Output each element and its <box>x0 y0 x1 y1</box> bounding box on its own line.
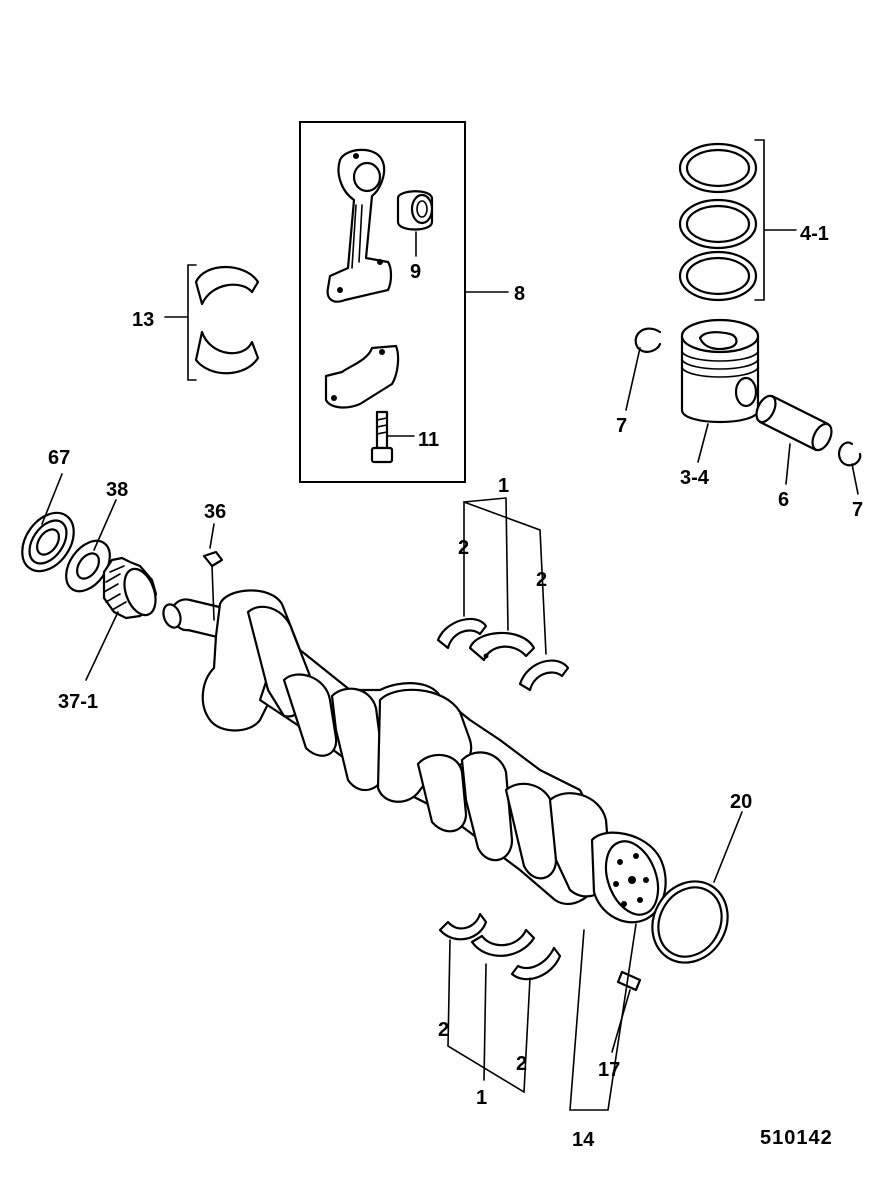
leader-38 <box>93 499 117 551</box>
callout-1-top: 1 <box>498 475 509 497</box>
crankshaft <box>162 589 667 924</box>
woodruff-key <box>202 550 224 568</box>
callout-7-left: 7 <box>616 415 627 437</box>
big-end-bearing-shells <box>194 265 260 375</box>
conrod-assembly-box <box>299 121 466 483</box>
leader-7-left <box>625 347 641 411</box>
circlip-left <box>634 327 662 353</box>
small-end-bush <box>396 190 434 231</box>
leader-36 <box>209 523 215 621</box>
callout-2-bottom-left: 2 <box>438 1019 449 1041</box>
conrod-bolt <box>370 410 394 464</box>
leader-6 <box>785 443 791 485</box>
callout-36: 36 <box>204 501 226 523</box>
oil-seal <box>21 511 75 573</box>
callout-8: 8 <box>514 283 525 305</box>
leader-top-bracket <box>463 497 547 655</box>
callout-4-1: 4-1 <box>800 223 829 245</box>
main-bearing-shells-upper <box>436 617 570 692</box>
callout-11: 11 <box>418 429 439 451</box>
callout-2-top-left: 2 <box>458 537 469 559</box>
leader-20 <box>713 811 743 883</box>
callout-3-4: 3-4 <box>680 467 710 489</box>
callout-6: 6 <box>778 489 789 511</box>
piston-pin <box>755 394 833 452</box>
spacer-washer <box>65 539 111 593</box>
leader-37-1 <box>85 611 119 681</box>
leader-bottom-bracket <box>447 939 531 1094</box>
callout-37-1: 37-1 <box>58 691 98 713</box>
callout-14: 14 <box>572 1129 595 1151</box>
conrod-cap <box>324 344 400 409</box>
leader-7-right <box>851 463 859 495</box>
leader-4-1 <box>754 139 797 301</box>
figure-number: 510142 <box>760 1127 833 1149</box>
circlip-right <box>837 441 862 467</box>
callout-13: 13 <box>132 309 154 331</box>
main-bearing-shells-lower <box>438 912 562 981</box>
leader-13 <box>164 264 197 381</box>
piston-rings <box>678 142 758 302</box>
rear-oil-seal <box>651 880 729 964</box>
connecting-rod <box>326 148 393 303</box>
callout-2-bottom-right: 2 <box>516 1053 527 1075</box>
callout-17: 17 <box>598 1059 620 1081</box>
callout-38: 38 <box>106 479 128 501</box>
leader-3-4 <box>697 423 709 463</box>
piston <box>680 318 760 424</box>
callout-67: 67 <box>48 447 70 469</box>
leader-67 <box>41 473 63 525</box>
crankshaft-gear <box>102 556 158 620</box>
callout-9: 9 <box>410 261 421 283</box>
dowel-pin <box>616 970 642 992</box>
callout-7-right: 7 <box>852 499 863 521</box>
callout-1-bottom: 1 <box>476 1087 487 1109</box>
leader-14 <box>569 923 637 1111</box>
callout-20: 20 <box>730 791 752 813</box>
callout-2-top-right: 2 <box>536 569 547 591</box>
